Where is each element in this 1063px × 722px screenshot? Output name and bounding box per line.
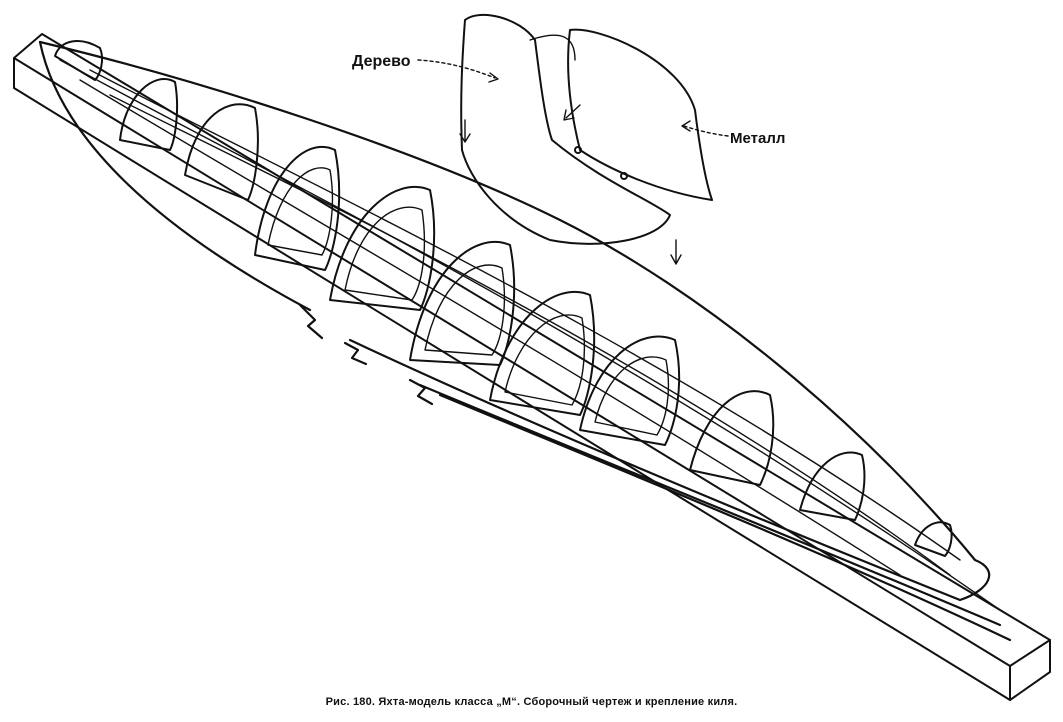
metal-label: Металл (730, 130, 785, 147)
stringers (79, 69, 961, 576)
hull-frames (54, 40, 953, 557)
label-leaders (417, 59, 729, 137)
frame-5 (329, 185, 436, 311)
frame-9 (689, 390, 775, 486)
keel-metal-part (567, 28, 713, 201)
wood-label: Дерево (352, 53, 411, 70)
building-board (13, 33, 1051, 701)
keel-assembly (459, 13, 713, 265)
frame-3 (184, 103, 259, 201)
figure-caption: Рис. 180. Яхта-модель класса „М“. Сбороч… (325, 696, 738, 708)
frame-1 (54, 40, 104, 81)
frame-2 (119, 78, 179, 151)
hull-shell (38, 40, 1012, 642)
frame-7 (489, 290, 596, 416)
frame-6 (409, 240, 516, 366)
frame-8 (579, 335, 681, 446)
keel-wood-part (460, 13, 671, 245)
frame-10 (799, 451, 866, 521)
frame-4 (254, 145, 341, 271)
